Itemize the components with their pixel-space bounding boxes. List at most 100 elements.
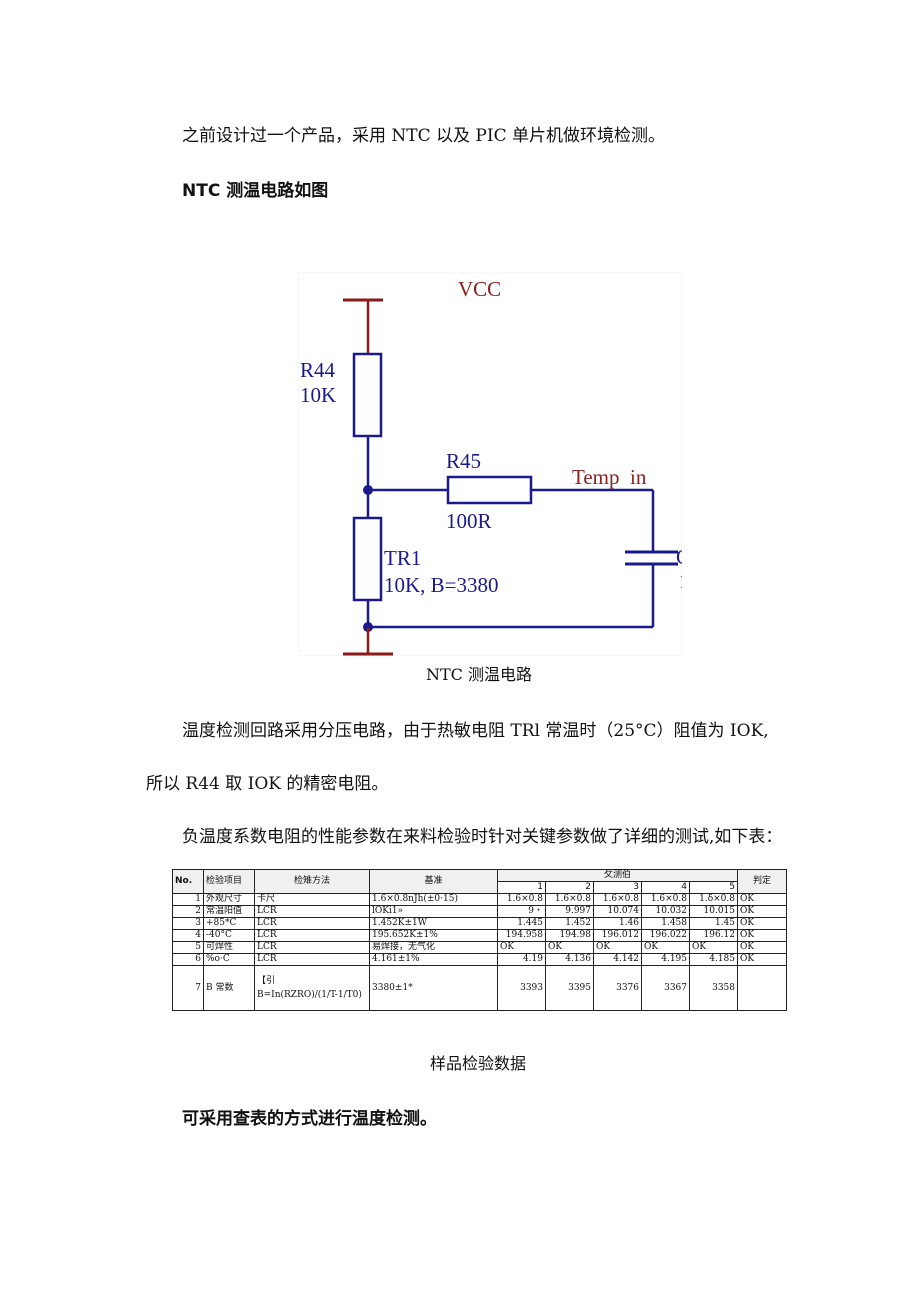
cell-method: LCR (254, 929, 370, 942)
temp-in-label: Temp in (572, 465, 647, 489)
voltage-divider-paragraph-line1: 温度检测回路采用分压电路，由于热敏电阻 TRl 常温时（25°C）阻值为 IOK… (182, 721, 769, 741)
cell-measured-2: 9.997 (545, 905, 594, 918)
cell-judge: OK (737, 905, 787, 918)
cell-method: 【引 B=In(RZRO)/(1/T-1/T0) (254, 965, 370, 1011)
cell-measured-3: 196.012 (593, 929, 642, 942)
cell-measured-2: 1.452 (545, 917, 594, 930)
table-caption: 样品检验数据 (430, 1054, 527, 1073)
cell-measured-2: OK (545, 941, 594, 954)
cell-measured-1: 1.445 (497, 917, 546, 930)
c2-name: C2 (676, 545, 682, 569)
cell-method: LCR (254, 953, 370, 966)
cell-measured-2: 4.136 (545, 953, 594, 966)
cell-no: 2 (172, 905, 204, 918)
cell-no: 6 (172, 953, 204, 966)
cell-no: 1 (172, 893, 204, 906)
cell-measured-5: 3358 (689, 965, 738, 1011)
cell-standard: lOKi1» (369, 905, 498, 918)
header-measured-2: 2 (545, 881, 594, 894)
cell-measured-4: 10.032 (641, 905, 690, 918)
cell-measured-5: 4.185 (689, 953, 738, 966)
cell-measured-5: OK (689, 941, 738, 954)
header-measured-1: 1 (497, 881, 546, 894)
cell-judge: OK (737, 953, 787, 966)
ntc-parameter-paragraph: 负温度系数电阻的性能参数在来料检验时针对关键参数做了详细的测试,如下表： (182, 827, 783, 847)
cell-standard: 195.652K±1% (369, 929, 498, 942)
cell-measured-2: 194.98 (545, 929, 594, 942)
cell-measured-1: 3393 (497, 965, 546, 1011)
cell-measured-5: 196.12 (689, 929, 738, 942)
cell-measured-3: 1.46 (593, 917, 642, 930)
cell-measured-1: OK (497, 941, 546, 954)
cell-measured-3: OK (593, 941, 642, 954)
cell-measured-3: 10.074 (593, 905, 642, 918)
cell-method: LCR (254, 941, 370, 954)
cell-judge: OK (737, 929, 787, 942)
lookup-table-heading: 可采用查表的方式进行温度检测。 (182, 1109, 437, 1129)
r44-name: R44 (300, 358, 336, 382)
table-header-row: No. 检验项目 检雉方法 基准 攵测伯 判定 (172, 869, 787, 894)
cell-measured-4: 1.458 (641, 917, 690, 930)
cell-judge: OK (737, 893, 787, 906)
cell-item: +85*C (203, 917, 255, 930)
cell-standard: 4.161±1% (369, 953, 498, 966)
cell-measured-4: 4.195 (641, 953, 690, 966)
circuit-heading: NTC 测温电路如图 (182, 181, 329, 201)
header-measured: 攵测伯 (497, 869, 738, 882)
r44-value: 10K (300, 383, 336, 407)
cell-measured-3: 3376 (593, 965, 642, 1011)
cell-measured-4: 196.022 (641, 929, 690, 942)
header-measured-3: 3 (593, 881, 642, 894)
header-method: 检雉方法 (254, 869, 370, 894)
r44-resistor (352, 352, 383, 438)
cell-standard: 易焊接，无气化 (369, 941, 498, 954)
header-judge: 判定 (737, 869, 787, 894)
cell-no: 4 (172, 929, 204, 942)
intro-paragraph: 之前设计过一个产品，采用 NTC 以及 PIC 单片机做环境检测。 (182, 126, 665, 146)
r45-resistor (446, 475, 533, 505)
cell-item: %o·C (203, 953, 255, 966)
cell-measured-2: 3395 (545, 965, 594, 1011)
cell-measured-1: 194.958 (497, 929, 546, 942)
cell-method: 卡尺 (254, 893, 370, 906)
cell-standard: 1.452K±1W (369, 917, 498, 930)
header-no: No. (172, 869, 204, 894)
cell-measured-2: 1.6×0.8 (545, 893, 594, 906)
cell-item: 常温阳值 (203, 905, 255, 918)
circuit-caption: NTC 测温电路 (426, 665, 533, 684)
cell-method: LCR (254, 917, 370, 930)
vcc-label: VCC (458, 277, 501, 301)
cell-standard: 3380±1* (369, 965, 498, 1011)
cell-measured-1: 9・ (497, 905, 546, 918)
header-measured-4: 4 (641, 881, 690, 894)
header-measured-5: 5 (689, 881, 738, 894)
cell-measured-5: 1.45 (689, 917, 738, 930)
cell-measured-4: 3367 (641, 965, 690, 1011)
cell-measured-4: OK (641, 941, 690, 954)
cell-judge: OK (737, 917, 787, 930)
cell-no: 5 (172, 941, 204, 954)
c2-value: 104 (679, 569, 682, 593)
cell-no: 7 (172, 965, 204, 1011)
cell-measured-1: 1.6×0.8 (497, 893, 546, 906)
cell-measured-3: 4.142 (593, 953, 642, 966)
cell-no: 3 (172, 917, 204, 930)
cell-item: 外观尺寸 (203, 893, 255, 906)
r45-name: R45 (446, 449, 481, 473)
cell-measured-5: 10.015 (689, 905, 738, 918)
cell-measured-1: 4.19 (497, 953, 546, 966)
cell-item: -40°C (203, 929, 255, 942)
cell-standard: 1.6×0.8nJh(±0·15) (369, 893, 498, 906)
cell-method: LCR (254, 905, 370, 918)
cell-measured-5: 1.δ×0.8 (689, 893, 738, 906)
header-item: 检验项目 (203, 869, 255, 894)
cell-measured-3: 1.6×0.8 (593, 893, 642, 906)
